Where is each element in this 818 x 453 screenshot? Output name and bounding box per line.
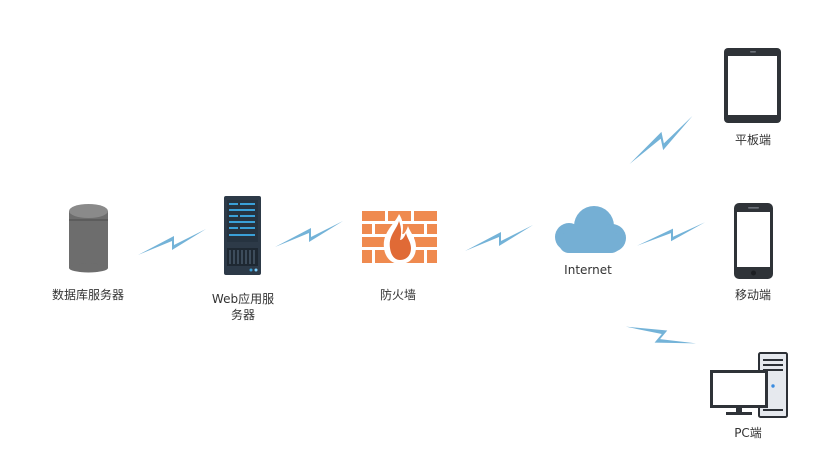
tablet-label: 平板端 xyxy=(734,133,771,147)
connection-bolt-internet-mobile xyxy=(637,222,705,246)
firewall-icon xyxy=(362,211,437,264)
smartphone-icon xyxy=(734,203,773,279)
connection-bolt-firewall-internet xyxy=(465,225,533,251)
firewall-label: 防火墙 xyxy=(379,288,416,302)
pc-label: PC端 xyxy=(734,426,762,440)
connection-bolt-internet-tablet xyxy=(622,116,700,164)
connection-bolt-db-web xyxy=(138,229,206,255)
web-server-label-line-1: Web应用服 xyxy=(211,292,275,306)
connection-bolt-internet-pc xyxy=(625,301,697,369)
desktop-pc-icon xyxy=(710,352,788,418)
database-icon xyxy=(69,204,108,273)
connection-bolt-web-firewall xyxy=(275,221,343,247)
tablet-icon xyxy=(724,48,781,123)
cloud-icon xyxy=(555,206,626,253)
database-label: 数据库服务器 xyxy=(51,288,124,302)
mobile-label: 移动端 xyxy=(734,288,771,302)
internet-label: Internet xyxy=(564,263,612,277)
web-server-label: Web应用服 务器 xyxy=(197,291,289,323)
web-server-label-line-2: 务器 xyxy=(230,308,255,322)
server-rack-icon xyxy=(224,196,261,275)
